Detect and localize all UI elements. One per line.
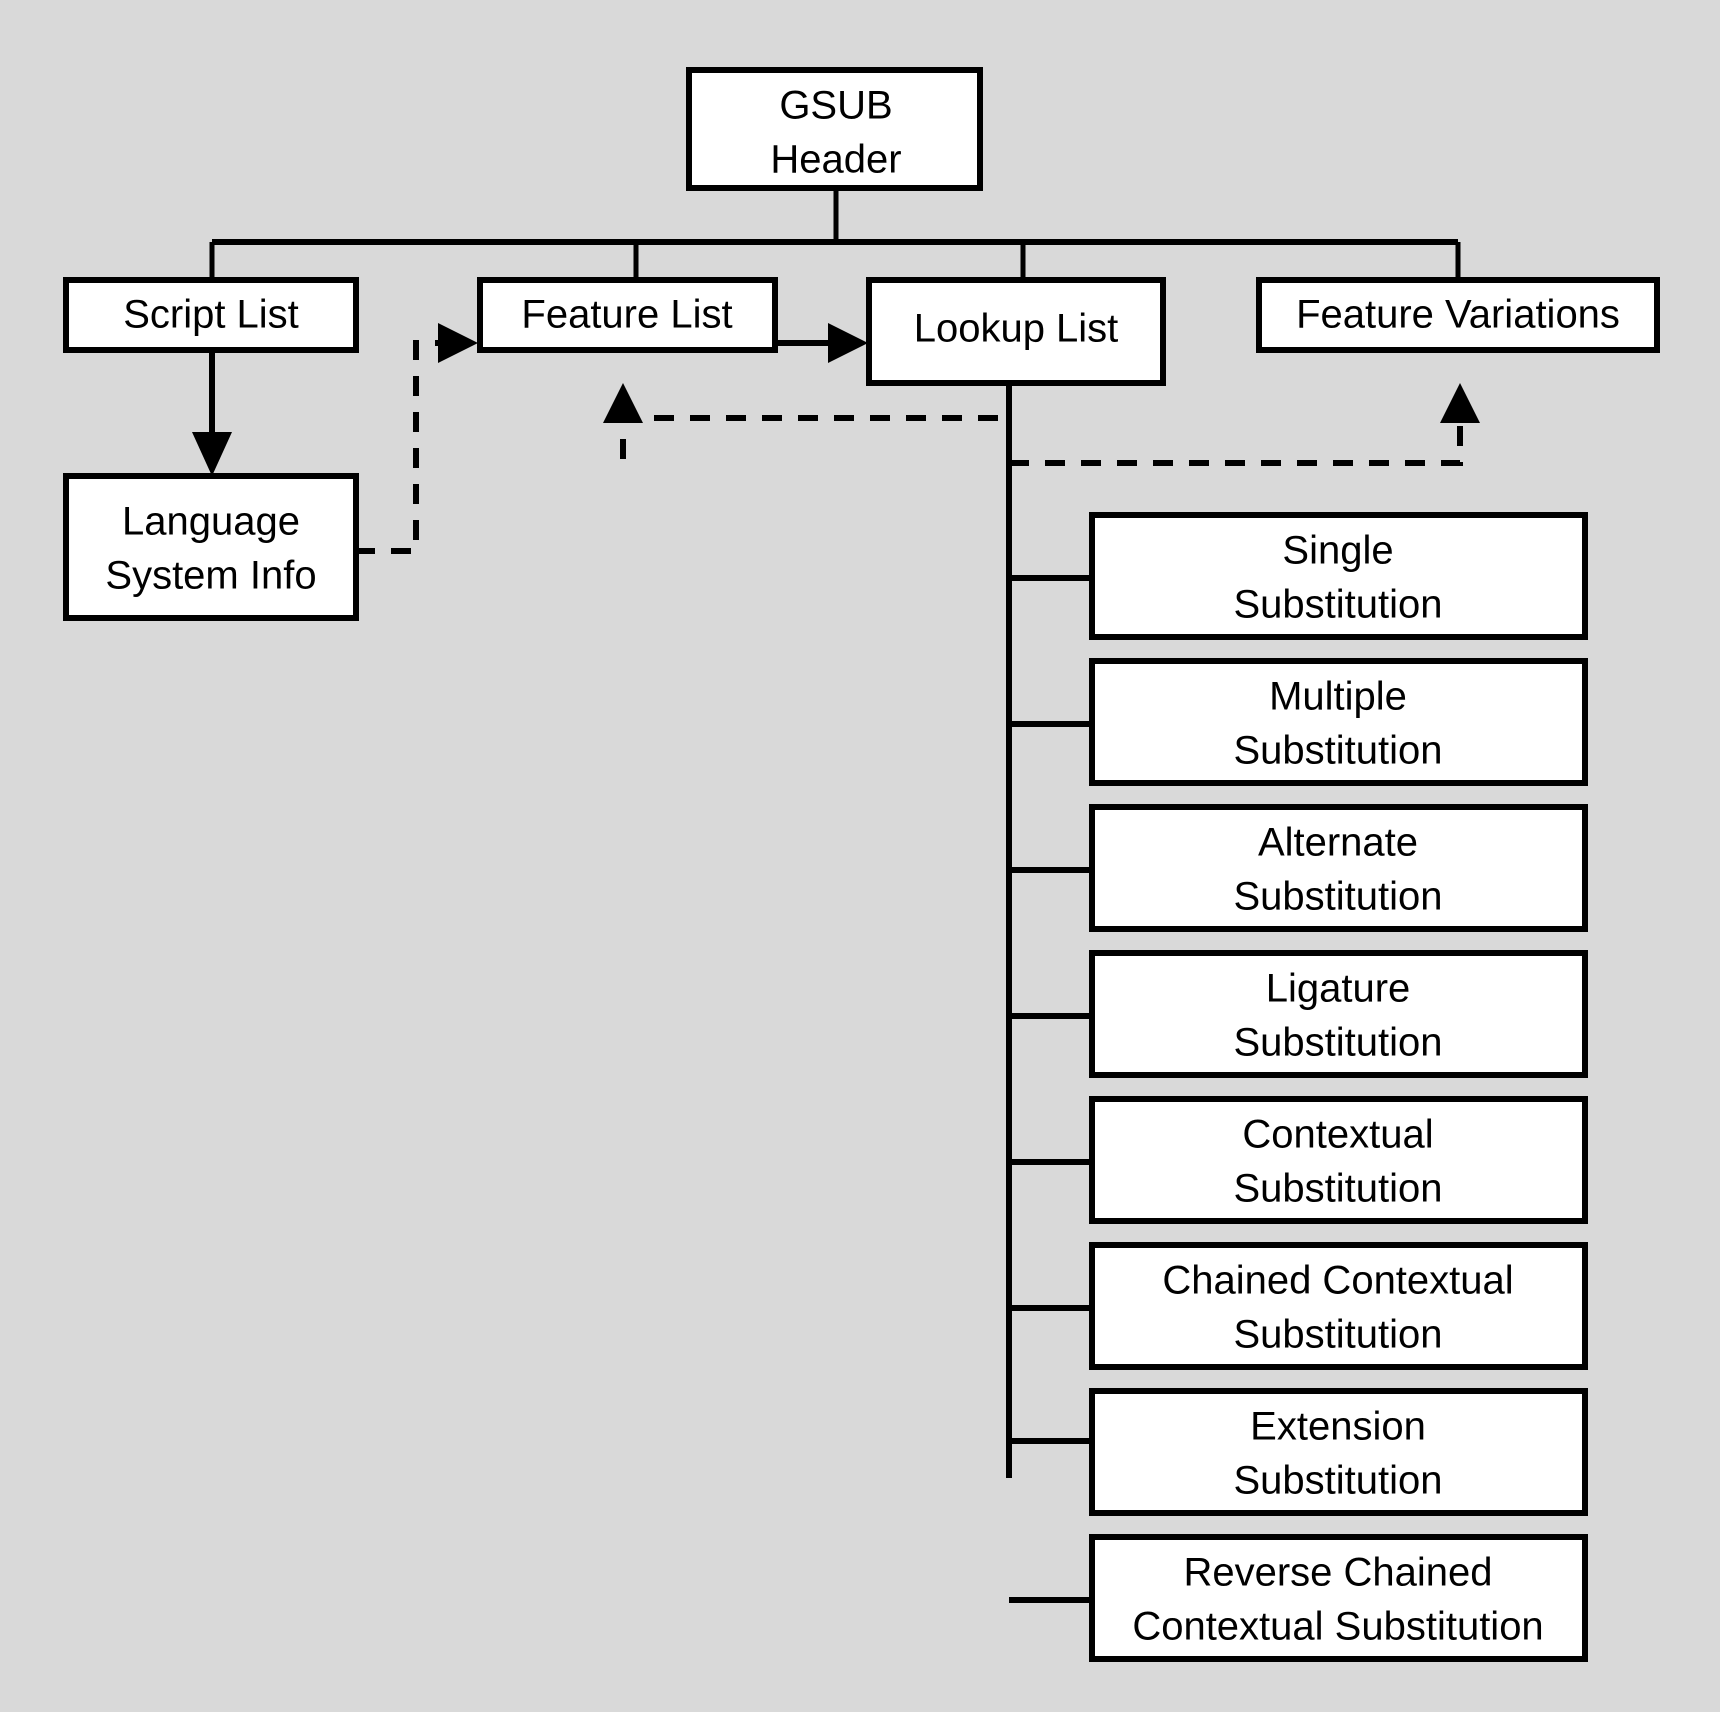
arrowhead-lookup-to-feature-list <box>603 383 643 423</box>
alternate-substitution-line1: Alternate <box>1258 821 1418 865</box>
node-gsub-header[interactable]: GSUB Header <box>686 67 983 191</box>
arrowhead-feature-to-lookup <box>828 323 868 363</box>
ligature-substitution-line2: Substitution <box>1233 1021 1442 1065</box>
contextual-substitution-line2: Substitution <box>1233 1167 1442 1211</box>
feature-variations-label: Feature Variations <box>1296 293 1620 337</box>
node-feature-variations[interactable]: Feature Variations <box>1256 277 1660 353</box>
language-system-info-line1: Language <box>122 500 300 544</box>
node-language-system-info[interactable]: Language System Info <box>63 473 359 621</box>
lookup-list-label: Lookup List <box>914 307 1119 351</box>
single-substitution-line2: Substitution <box>1233 583 1442 627</box>
multiple-substitution-line1: Multiple <box>1269 675 1407 719</box>
language-system-info-line2: System Info <box>105 554 316 598</box>
chained-contextual-substitution-line1: Chained Contextual <box>1162 1259 1513 1303</box>
reverse-chained-substitution-line2: Contextual Substitution <box>1132 1605 1543 1649</box>
gsub-header-line1: GSUB <box>779 84 892 128</box>
node-ligature-substitution[interactable]: Ligature Substitution <box>1089 950 1588 1078</box>
arrowhead-lookup-to-feature-variations <box>1440 383 1480 423</box>
extension-substitution-line1: Extension <box>1250 1405 1426 1449</box>
multiple-substitution-line2: Substitution <box>1233 729 1442 773</box>
arrowhead-langsys-to-feature-list <box>438 323 478 363</box>
reverse-chained-substitution-line1: Reverse Chained <box>1183 1551 1492 1595</box>
node-multiple-substitution[interactable]: Multiple Substitution <box>1089 658 1588 786</box>
node-contextual-substitution[interactable]: Contextual Substitution <box>1089 1096 1588 1224</box>
alternate-substitution-line2: Substitution <box>1233 875 1442 919</box>
arrowhead-script-to-langsys <box>192 432 232 476</box>
node-script-list[interactable]: Script List <box>63 277 359 353</box>
node-chained-contextual-substitution[interactable]: Chained Contextual Substitution <box>1089 1242 1588 1370</box>
feature-list-label: Feature List <box>521 293 732 337</box>
connector-lookup-to-feature-list-dashed <box>620 415 1009 459</box>
node-extension-substitution[interactable]: Extension Substitution <box>1089 1388 1588 1516</box>
node-alternate-substitution[interactable]: Alternate Substitution <box>1089 804 1588 932</box>
contextual-substitution-line1: Contextual <box>1242 1113 1433 1157</box>
node-feature-list[interactable]: Feature List <box>477 277 778 353</box>
connector-lookup-to-feature-variations-dashed <box>1009 418 1463 466</box>
single-substitution-line1: Single <box>1282 529 1393 573</box>
node-single-substitution[interactable]: Single Substitution <box>1089 512 1588 640</box>
node-lookup-list[interactable]: Lookup List <box>866 277 1166 386</box>
script-list-label: Script List <box>123 293 299 337</box>
gsub-header-line2: Header <box>770 138 901 182</box>
chained-contextual-substitution-line2: Substitution <box>1233 1313 1442 1357</box>
connector-layer <box>192 188 1480 1603</box>
extension-substitution-line2: Substitution <box>1233 1459 1442 1503</box>
ligature-substitution-line1: Ligature <box>1266 967 1411 1011</box>
connector-langsys-to-feature-list <box>355 340 448 554</box>
node-reverse-chained-contextual-substitution[interactable]: Reverse Chained Contextual Substitution <box>1089 1534 1588 1662</box>
